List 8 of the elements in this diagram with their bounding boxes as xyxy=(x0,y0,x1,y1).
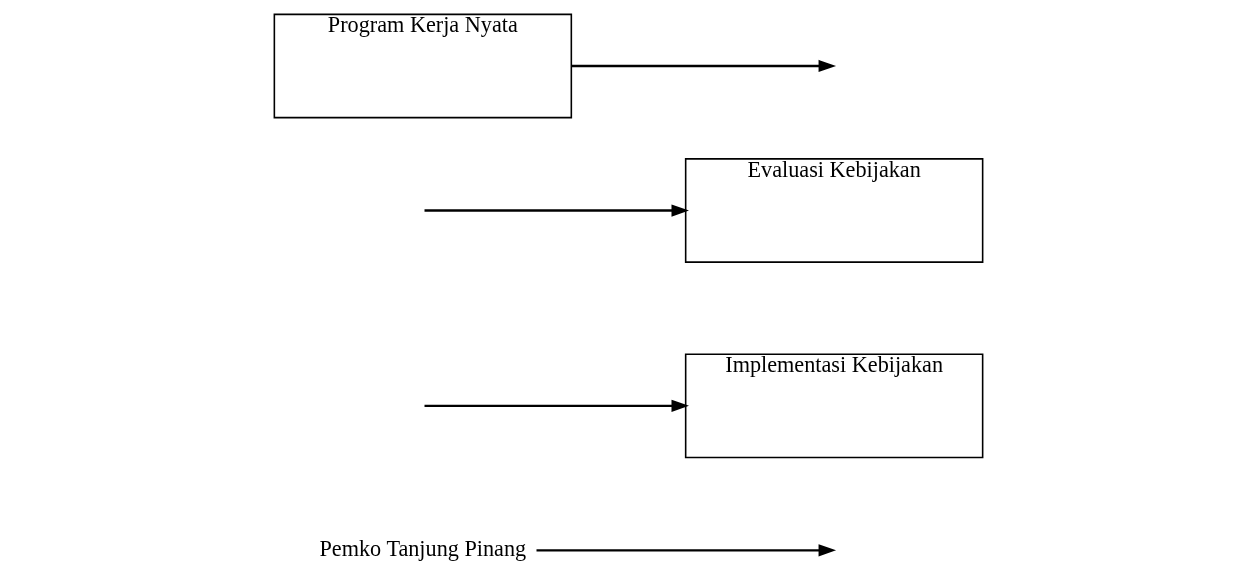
node-box: Implementasi Kebijakan xyxy=(684,353,983,459)
arrow xyxy=(424,204,689,217)
node-box: Program Kerja Nyata xyxy=(273,13,572,119)
node-text: Pemko Tanjung Pinang xyxy=(319,536,526,562)
arrow xyxy=(571,59,836,73)
node-box: Evaluasi Kebijakan xyxy=(684,158,983,263)
arrow xyxy=(536,544,836,557)
arrow xyxy=(424,399,689,412)
